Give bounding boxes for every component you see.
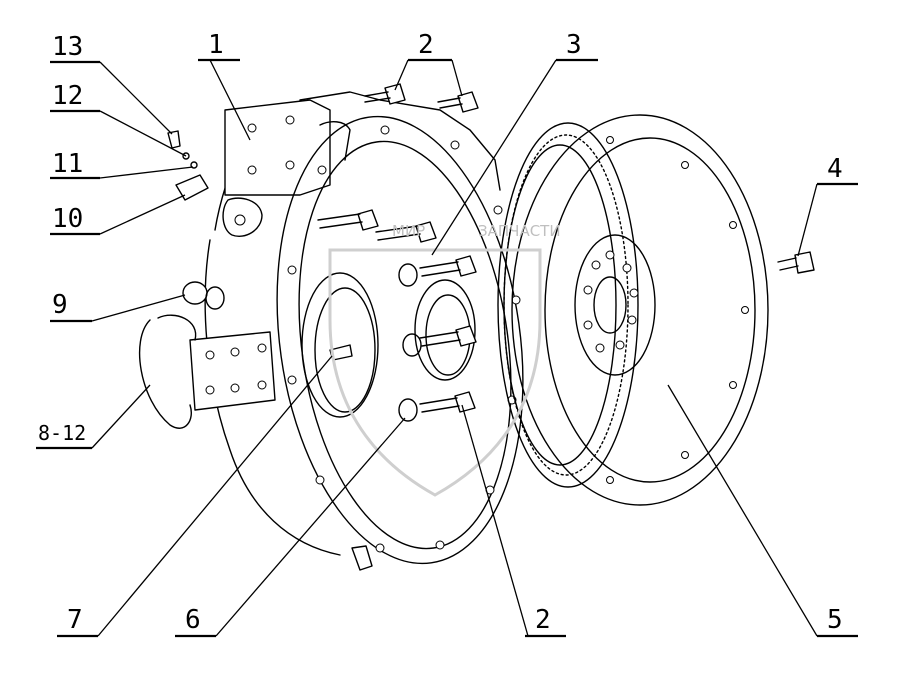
callout-4: 4 [827, 154, 843, 184]
bolts [167, 83, 815, 413]
drain-plug [182, 281, 208, 305]
callout-1: 1 [208, 30, 224, 60]
small-screw [167, 130, 181, 149]
callout-13: 13 [52, 32, 83, 62]
callout-8-12: 8-12 [38, 421, 86, 445]
callout-5: 5 [827, 605, 843, 635]
callout-2-top: 2 [418, 30, 434, 60]
ring-gear [497, 122, 639, 488]
callout-10: 10 [52, 204, 83, 234]
inspection-cover [138, 319, 192, 429]
callout-6: 6 [185, 605, 201, 635]
callout-2-bottom: 2 [535, 605, 551, 635]
clip-plate [175, 174, 209, 201]
callout-11: 11 [52, 149, 83, 179]
callout-3: 3 [566, 30, 582, 60]
watermark-prefix: МИР [392, 222, 425, 240]
watermark-text: ЗАПЧАСТИ [478, 222, 561, 240]
watermark: МИР ЗАПЧАСТИ [328, 222, 561, 497]
housing-internals [301, 263, 476, 422]
mounting-bracket-top [224, 99, 331, 196]
callout-7: 7 [67, 605, 83, 635]
housing-flange [276, 115, 524, 571]
callouts: 13 12 11 10 9 8-12 1 2 3 [36, 30, 858, 638]
callout-12: 12 [52, 81, 83, 111]
flywheel [497, 114, 769, 506]
flywheel-housing [138, 91, 501, 556]
callout-9: 9 [52, 290, 68, 320]
